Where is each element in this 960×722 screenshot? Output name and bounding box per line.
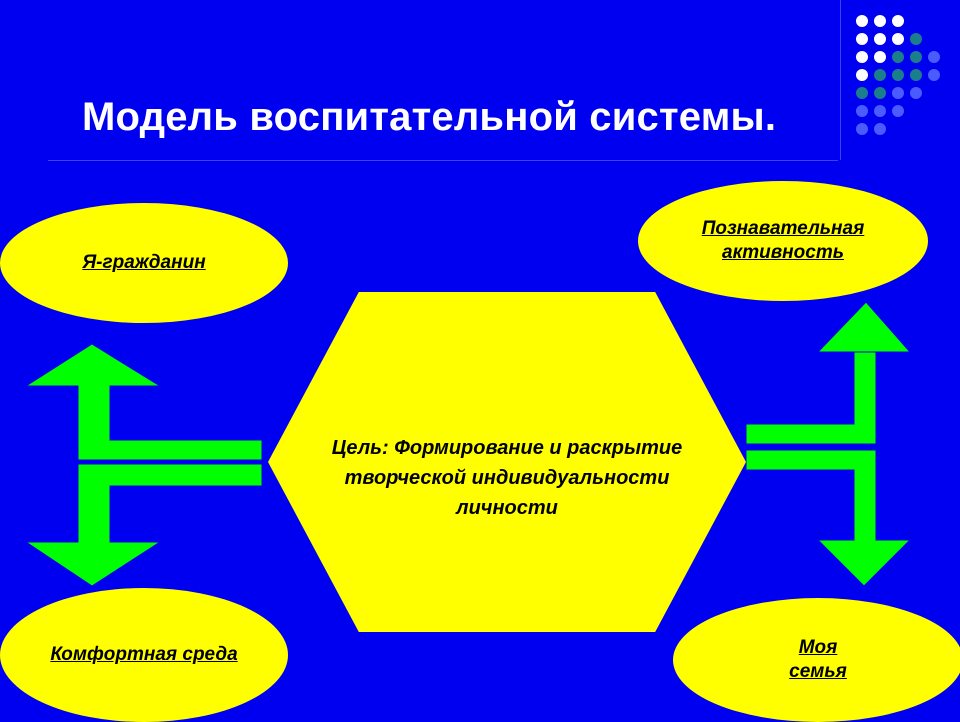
node-poznavatelnaya-aktivnost: Познавательная активность xyxy=(638,181,928,301)
node-komfortnaya-sreda: Комфортная среда xyxy=(0,588,288,722)
node-poznavatelnaya-label-1: Познавательная xyxy=(701,218,865,239)
node-moya-semya: Моя семья xyxy=(673,598,960,722)
goal-text-line-2: творческой индивидуальности xyxy=(344,467,670,489)
goal-text: Цель: Формирование и раскрытие творческо… xyxy=(268,433,746,523)
node-ya-grazhdanin-label: Я-гражданин xyxy=(82,252,206,273)
dot-grid-decoration xyxy=(856,15,940,135)
title-underline-rule xyxy=(48,160,838,161)
node-ya-grazhdanin: Я-гражданин xyxy=(0,203,288,323)
node-moya-semya-label-2: семья xyxy=(789,661,847,682)
left-down-arrow xyxy=(24,463,263,587)
slide-title: Модель воспитательной системы. xyxy=(82,95,777,139)
goal-text-line-1: Цель: Формирование и раскрытие xyxy=(331,437,683,459)
right-up-arrow xyxy=(745,301,912,445)
node-komfortnaya-sreda-label: Комфортная среда xyxy=(50,644,238,665)
goal-hexagon xyxy=(268,292,746,632)
goal-text-line-3: личности xyxy=(456,497,558,519)
header-vertical-rule xyxy=(840,0,841,160)
node-poznavatelnaya-label-2: активность xyxy=(722,242,844,263)
left-up-arrow xyxy=(24,343,263,461)
node-moya-semya-label-1: Моя xyxy=(798,637,838,658)
right-down-arrow xyxy=(745,449,912,587)
